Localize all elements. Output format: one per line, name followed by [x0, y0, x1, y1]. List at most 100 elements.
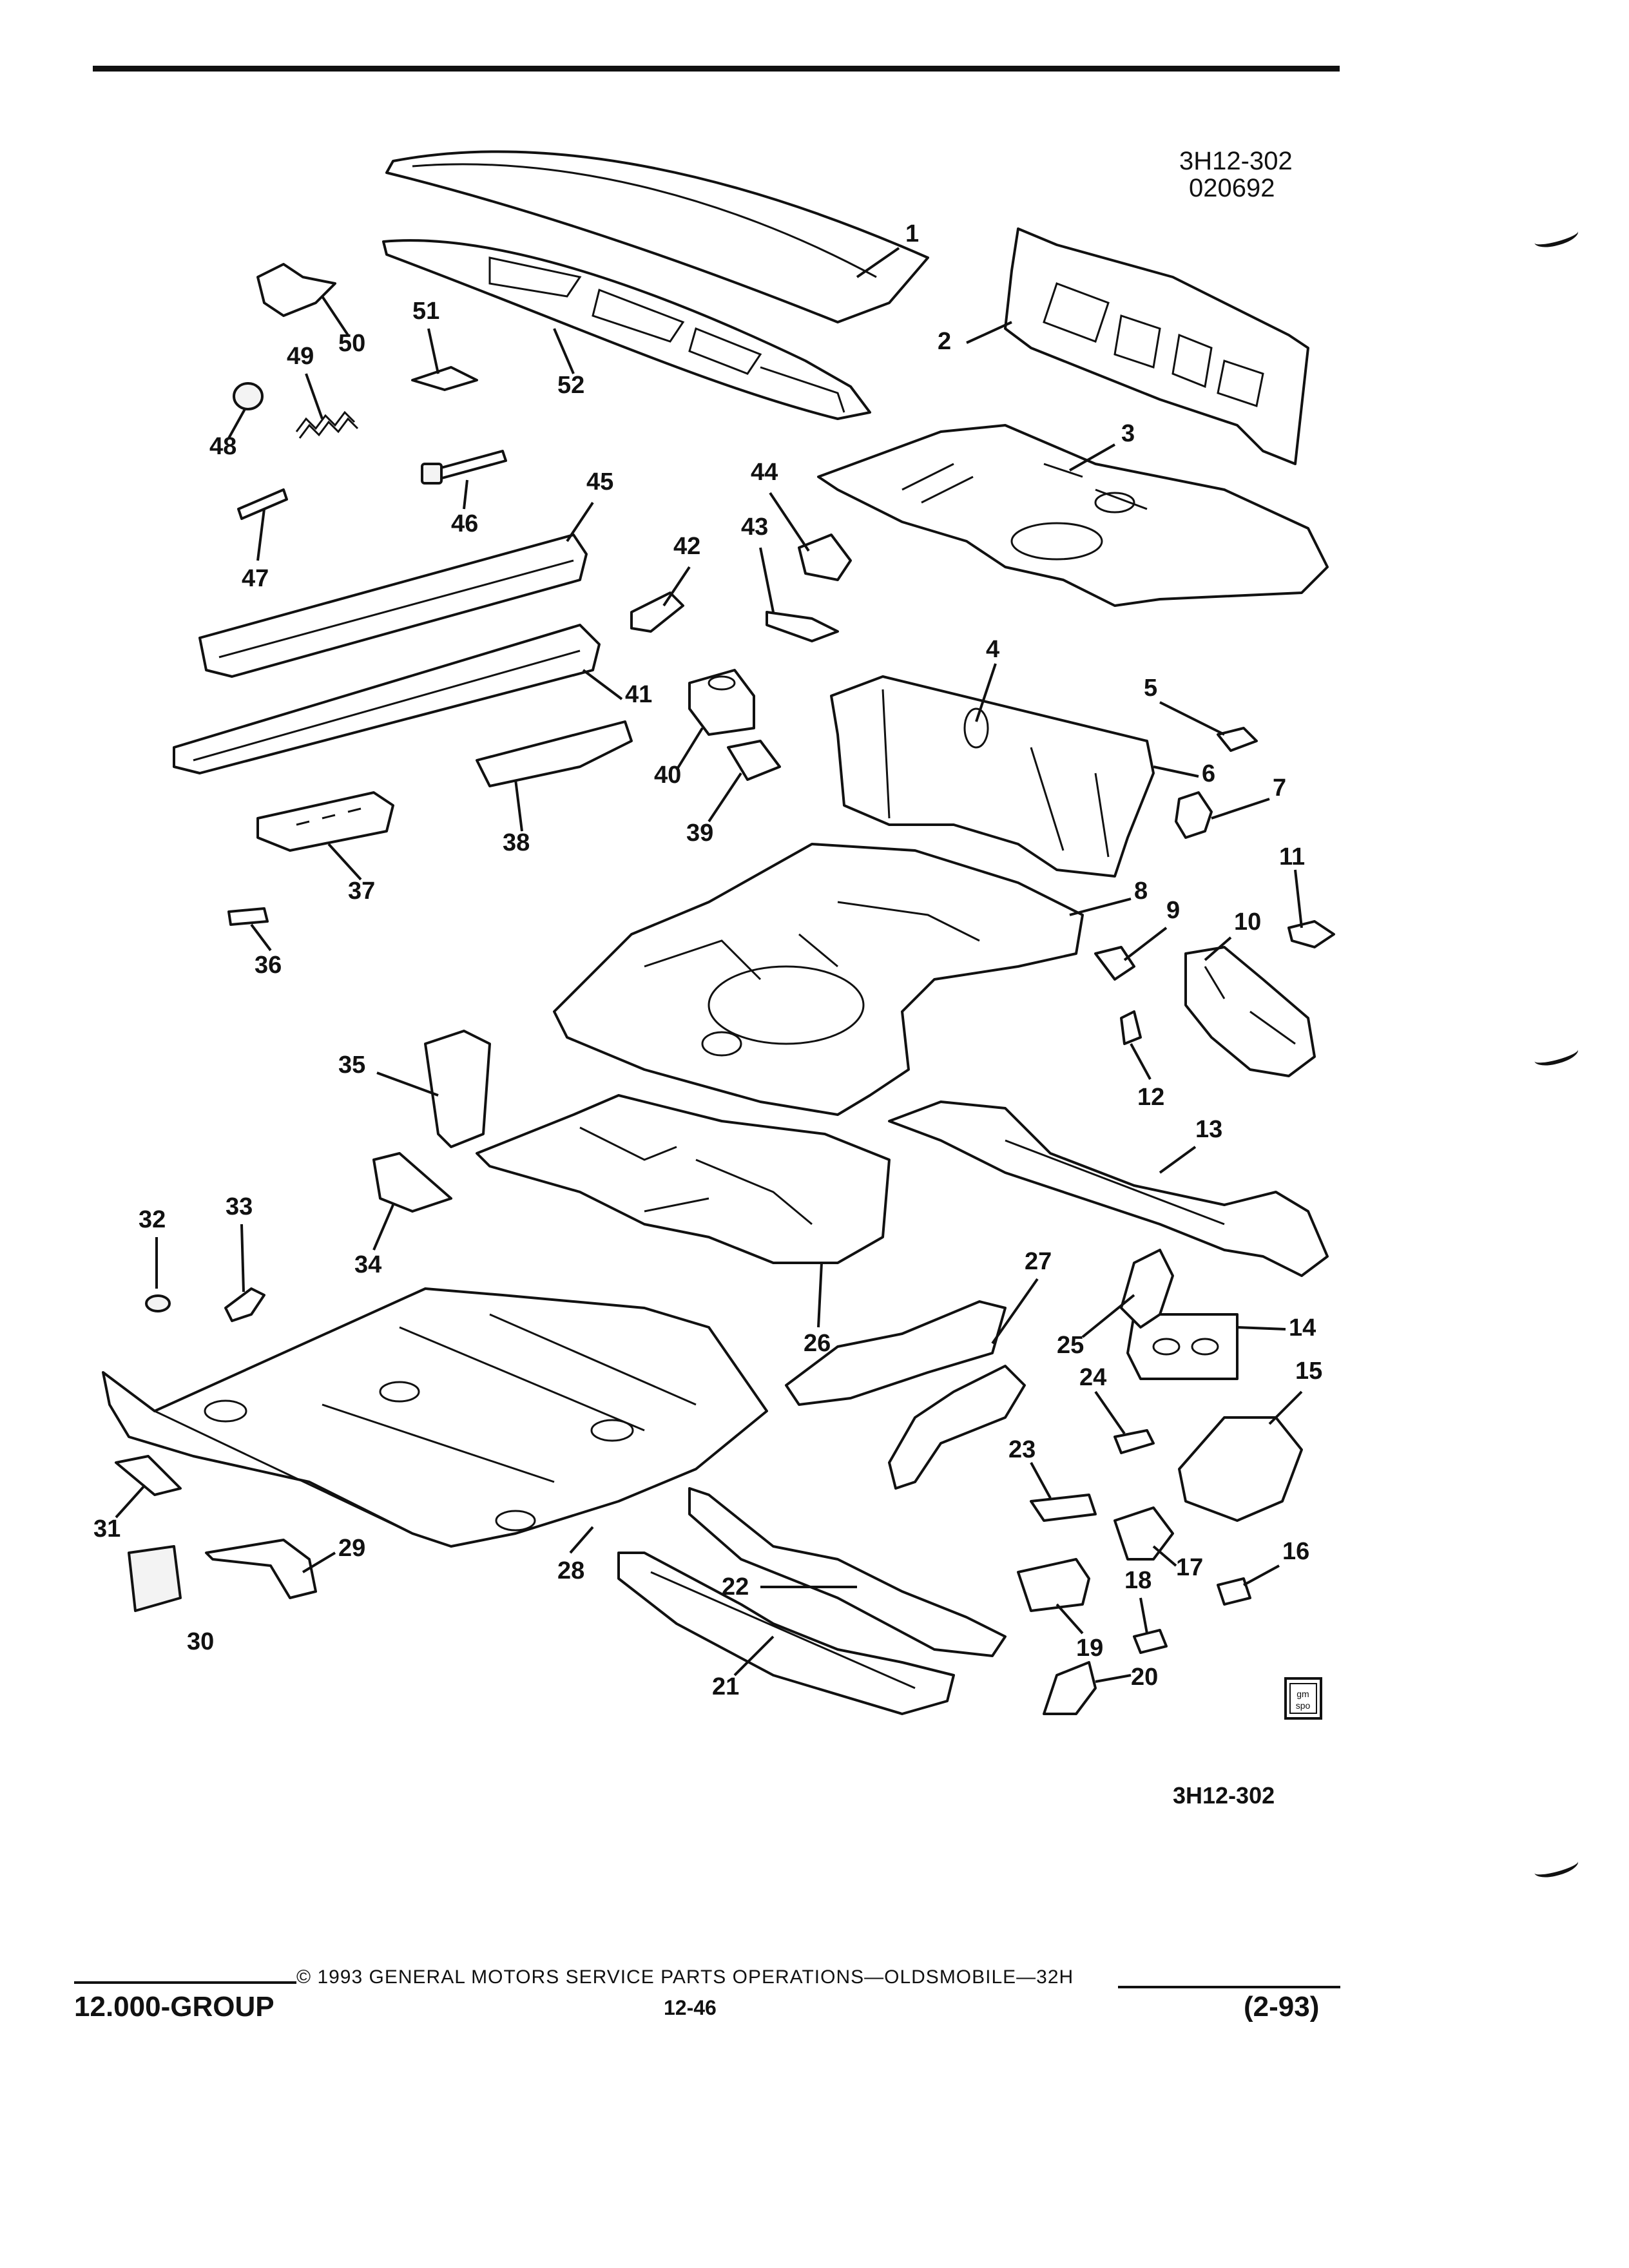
leader-line-15	[1268, 1390, 1303, 1425]
leader-line-41	[582, 669, 623, 700]
part-bolt-46	[421, 450, 507, 485]
callout-12: 12	[1137, 1084, 1164, 1111]
callout-48: 48	[209, 433, 236, 460]
leader-line-51	[427, 328, 439, 374]
callout-27: 27	[1025, 1248, 1052, 1275]
leader-line-1	[856, 247, 900, 278]
leader-line-35	[376, 1072, 439, 1097]
leader-lines	[115, 247, 1303, 1683]
part-clip-33	[224, 1287, 265, 1322]
part-bracket-12	[1120, 1010, 1142, 1045]
part-bolt-47	[237, 488, 288, 520]
footer-rule-right	[1118, 1986, 1340, 1988]
callout-44: 44	[751, 459, 778, 486]
leader-line-42	[662, 566, 691, 607]
part-bracket-34	[372, 1152, 452, 1213]
part-pad-30	[128, 1545, 182, 1612]
leader-line-18	[1139, 1597, 1148, 1634]
part-deck-lid-inner	[382, 239, 871, 420]
callout-16: 16	[1282, 1538, 1309, 1565]
leader-line-39	[708, 772, 742, 823]
part-rear-rail	[888, 1100, 1329, 1277]
part-sill-21	[617, 1552, 955, 1715]
footer-copyright: © 1993 GENERAL MOTORS SERVICE PARTS OPER…	[296, 1966, 1074, 1988]
leader-line-6	[1153, 765, 1199, 778]
leader-line-50	[321, 295, 349, 336]
callout-7: 7	[1273, 774, 1286, 802]
callout-15: 15	[1295, 1358, 1322, 1385]
part-bracket-7	[1175, 791, 1213, 839]
part-bracket-23	[1030, 1494, 1097, 1522]
leader-line-43	[759, 547, 775, 613]
leader-line-28	[569, 1526, 594, 1554]
callout-24: 24	[1079, 1364, 1106, 1391]
part-rail-27	[785, 1300, 1026, 1490]
leader-line-4	[975, 663, 997, 722]
leader-line-31	[115, 1484, 146, 1519]
callout-45: 45	[586, 468, 613, 495]
callout-41: 41	[625, 681, 652, 708]
leader-line-12	[1130, 1043, 1152, 1080]
callout-31: 31	[93, 1515, 120, 1542]
callout-46: 46	[451, 510, 478, 537]
leader-line-13	[1159, 1146, 1197, 1174]
callout-36: 36	[255, 952, 282, 979]
callout-11: 11	[1279, 843, 1305, 870]
leader-line-45	[566, 501, 594, 543]
leader-line-47	[256, 508, 265, 561]
callout-32: 32	[139, 1206, 166, 1233]
part-bracket-18	[1133, 1629, 1168, 1654]
footer-rule-left	[74, 1981, 296, 1984]
callout-50: 50	[338, 330, 365, 357]
leader-line-14	[1237, 1326, 1286, 1331]
callout-51: 51	[412, 298, 439, 325]
part-pillar-35	[424, 1030, 491, 1148]
callout-4: 4	[986, 636, 999, 663]
callout-2: 2	[938, 328, 951, 355]
leader-line-23	[1030, 1462, 1052, 1499]
part-bracket-15	[1178, 1416, 1303, 1522]
part-support-10	[1184, 946, 1316, 1077]
part-clip-50	[256, 263, 336, 317]
callout-39: 39	[686, 820, 713, 847]
part-rear-floor-pan	[817, 424, 1329, 607]
leader-line-11	[1294, 869, 1303, 928]
part-bracket-16	[1217, 1577, 1251, 1606]
part-bracket-44	[798, 533, 852, 581]
leader-line-2	[966, 321, 1012, 344]
callout-8: 8	[1134, 878, 1148, 905]
leader-line-5	[1159, 701, 1225, 736]
part-rail-extension-25	[1120, 1249, 1174, 1329]
leader-line-19	[1055, 1603, 1084, 1635]
callout-52: 52	[557, 372, 584, 399]
part-plug-36	[227, 907, 269, 926]
callout-40: 40	[654, 762, 681, 789]
callout-3: 3	[1121, 420, 1135, 447]
part-bumper-48	[233, 382, 264, 410]
part-rail-45	[198, 533, 588, 678]
callout-47: 47	[242, 565, 269, 592]
leader-line-17	[1152, 1545, 1177, 1567]
callout-28: 28	[557, 1557, 584, 1584]
leader-line-33	[240, 1224, 245, 1293]
callout-19: 19	[1076, 1635, 1103, 1662]
part-bracket-17	[1113, 1506, 1174, 1561]
callout-26: 26	[804, 1330, 831, 1357]
leader-line-34	[372, 1204, 394, 1251]
callout-35: 35	[338, 1052, 365, 1079]
part-spring-49	[295, 410, 359, 439]
callout-5: 5	[1144, 675, 1157, 702]
footer-group: 12.000-GROUP	[74, 1991, 275, 2023]
callout-33: 33	[226, 1193, 253, 1220]
part-pad-42	[630, 591, 684, 633]
callout-20: 20	[1131, 1664, 1158, 1691]
part-panel-14	[1126, 1313, 1239, 1380]
footer-page-number: 12-46	[664, 1996, 717, 2019]
callout-49: 49	[287, 343, 314, 370]
leader-line-48	[227, 408, 246, 439]
callout-29: 29	[338, 1535, 365, 1562]
leader-line-16	[1243, 1564, 1280, 1586]
callout-21: 21	[712, 1673, 739, 1700]
part-bracket-39	[727, 740, 781, 781]
